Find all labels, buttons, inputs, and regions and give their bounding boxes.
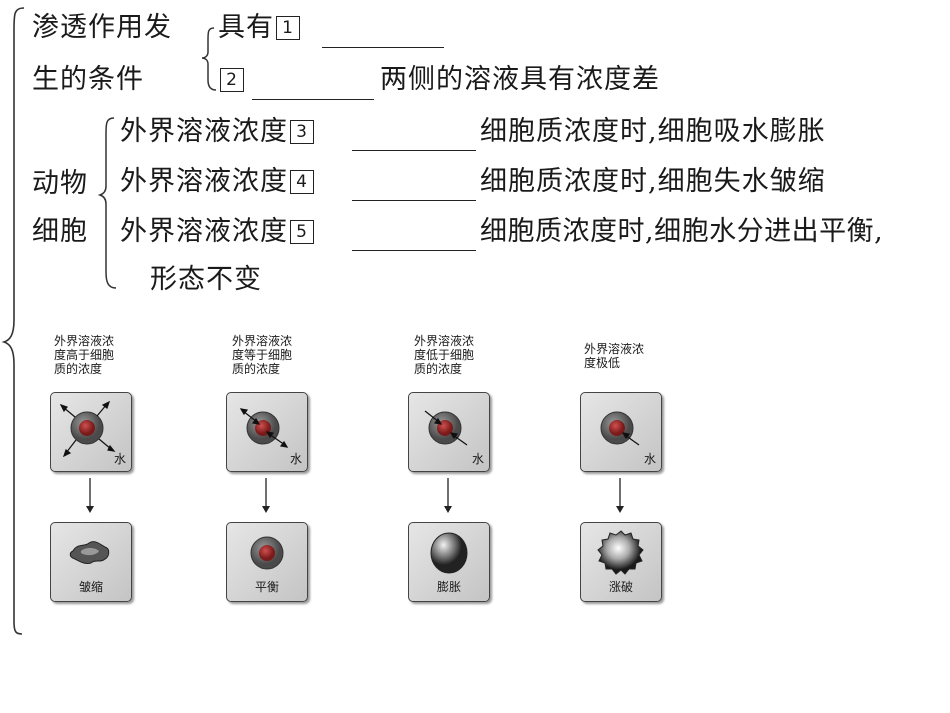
- answer-blank-5[interactable]: [352, 250, 476, 251]
- figure-result-panel-4: 涨破: [580, 522, 662, 602]
- down-arrow-2: [262, 478, 270, 513]
- blank-number-2: 2: [220, 68, 244, 92]
- blank-number-1: 1: [276, 16, 300, 40]
- conditions-heading-line2: 生的条件: [32, 64, 144, 95]
- figure-result-panel-2: 平衡: [226, 522, 308, 602]
- result-label-1: 皱缩: [78, 580, 103, 594]
- animal-row-5-prefix: 外界溶液浓度: [120, 216, 288, 247]
- result-label-4: 涨破: [608, 580, 633, 594]
- animal-row-3-suffix: 细胞质浓度时,细胞吸水膨胀: [480, 116, 826, 147]
- animal-row-5-suffix: 细胞质浓度时,细胞水分进出平衡,: [480, 216, 884, 247]
- animal-cell-label-line1: 动物: [32, 168, 88, 199]
- animal-row-4-suffix: 细胞质浓度时,细胞失水皱缩: [480, 166, 826, 197]
- blank-number-5: 5: [290, 220, 314, 244]
- normal-cell-icon: [250, 536, 284, 570]
- animal-cell-label-line2: 细胞: [32, 216, 88, 247]
- condition-item-2-text: 两侧的溶液具有浓度差: [380, 64, 660, 95]
- cell-arrows-out-diagram: [59, 400, 116, 458]
- figure-cell-panel-1: 水: [50, 392, 132, 472]
- result-label-2: 平衡: [254, 580, 279, 594]
- water-label-3: 水: [471, 452, 484, 466]
- figure-result-panel-1: 皱缩: [50, 522, 132, 602]
- blank-number-3: 3: [290, 120, 314, 144]
- animal-row-3-prefix: 外界溶液浓度: [120, 116, 288, 147]
- animal-row-4-prefix: 外界溶液浓度: [120, 166, 288, 197]
- blank-number-4: 4: [290, 170, 314, 194]
- down-arrow-3: [444, 478, 452, 513]
- water-label-1: 水: [113, 452, 126, 466]
- answer-blank-2[interactable]: [252, 99, 374, 100]
- down-arrow-1: [86, 478, 94, 513]
- cell-arrows-both-diagram: [239, 408, 289, 448]
- figure-caption-4: 外界溶液浓 度极低: [584, 342, 645, 370]
- water-label-4: 水: [643, 452, 656, 466]
- figure-caption-2: 外界溶液浓 度等于细胞 质的浓度: [232, 334, 293, 376]
- answer-blank-3[interactable]: [352, 150, 476, 151]
- swollen-cell-icon: [430, 532, 468, 574]
- down-arrow-4: [616, 478, 624, 513]
- animal-row-5-continuation: 形态不变: [150, 264, 262, 295]
- condition-item-2: 2: [218, 64, 246, 96]
- answer-blank-4[interactable]: [352, 200, 476, 201]
- cell-arrow-in-diagram: [600, 411, 640, 446]
- figure-cell-panel-2: 水: [226, 392, 308, 472]
- shrunken-cell-icon: [69, 541, 110, 564]
- conditions-heading-line1: 渗透作用发: [32, 12, 172, 43]
- figure-caption-3: 外界溶液浓 度低于细胞 质的浓度: [414, 334, 475, 376]
- result-label-3: 膨胀: [436, 580, 461, 594]
- figure-result-panel-3: 膨胀: [408, 522, 490, 602]
- figure-cell-panel-4: 水: [580, 392, 662, 472]
- cell-arrows-in-diagram: [424, 410, 468, 446]
- burst-cell-icon: [597, 530, 644, 575]
- figure-cell-panel-3: 水: [408, 392, 490, 472]
- water-label-2: 水: [289, 452, 302, 466]
- condition-item-1-text: 具有: [218, 12, 274, 43]
- answer-blank-1[interactable]: [322, 47, 444, 48]
- figure-caption-1: 外界溶液浓 度高于细胞 质的浓度: [54, 334, 115, 376]
